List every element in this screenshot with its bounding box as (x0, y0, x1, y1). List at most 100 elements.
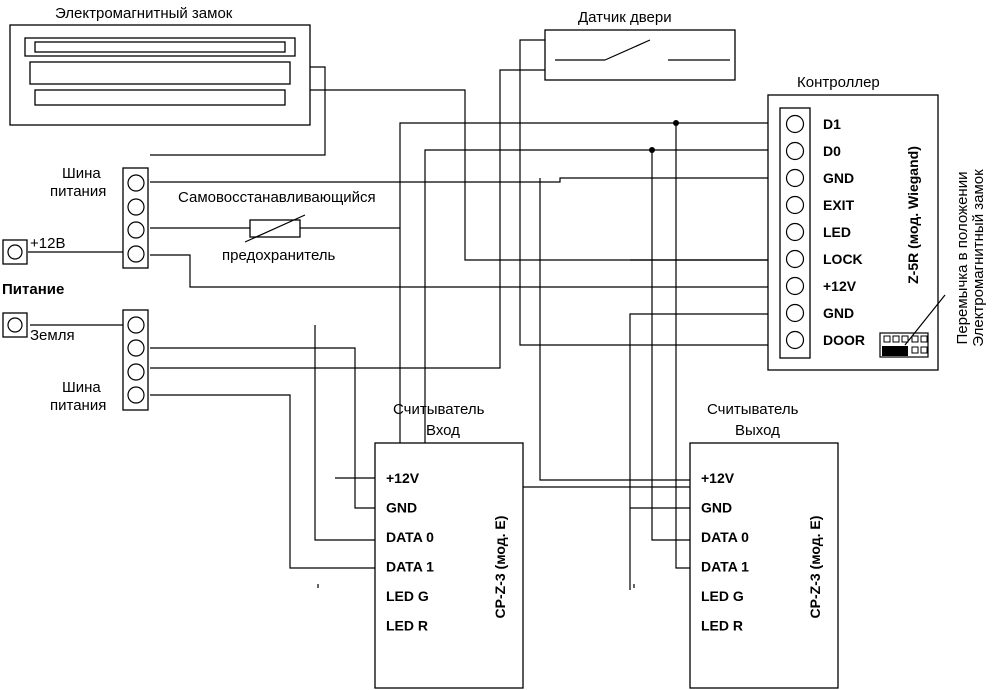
power-bus-bottom: Шина питания (50, 309, 149, 414)
reader-entry: Считыватель Вход +12V GND DATA 0 DATA 1 LED … (374, 401, 524, 689)
bus-top-label-2: питания (50, 183, 106, 200)
controller-terminal-6 (785, 276, 805, 296)
controller-terminal-label: GND (823, 305, 854, 321)
power-input: +12В Питание Земля (2, 235, 75, 344)
jumper-note-line1: Перемычка в положении (954, 172, 971, 345)
wire-reader-out-d0 (651, 150, 692, 541)
junction-dot (673, 120, 679, 126)
reader-pin-label: DATA 1 (386, 559, 434, 575)
reader-exit-body (689, 442, 839, 689)
electromagnetic-lock: Электромагнитный замок (9, 5, 311, 126)
reader-exit-title-1: Считыватель (707, 401, 799, 418)
controller-terminal-2 (785, 168, 805, 188)
fuse-label-1: Самовосстанавливающийся (178, 189, 376, 206)
controller-terminal-label: D0 (823, 143, 841, 159)
controller-terminal-0 (785, 114, 805, 134)
wire-lock-right (310, 89, 782, 261)
wire-bus-bottom-b (150, 394, 375, 569)
resettable-fuse: Самовосстанавливающийся предохранитель (178, 189, 376, 264)
wire-gnd-bottom (629, 313, 782, 590)
bus-bottom-label-1: Шина (62, 379, 101, 396)
controller-terminal-3 (785, 195, 805, 215)
wires (28, 39, 782, 590)
controller-terminal-label: LOCK (823, 251, 863, 267)
bus-bottom-label-2: питания (50, 397, 106, 414)
reader-entry-model: CP-Z-3 (мод. E) (492, 516, 508, 619)
controller-terminal-4 (785, 222, 805, 242)
controller-title: Контроллер (797, 74, 880, 91)
lock-slot (34, 89, 286, 106)
reader-pin-label: +12V (386, 470, 420, 486)
wire-bus-bottom-a (150, 347, 375, 509)
wire-reader-out-12 (539, 178, 692, 481)
reader-entry-title-1: Считыватель (393, 401, 485, 418)
reader-entry-body (374, 442, 524, 689)
reader-pin-label: LED R (701, 618, 743, 634)
wire-door-sensor-1 (150, 69, 545, 369)
reader-pin-label: GND (701, 500, 732, 516)
controller-terminal-7 (785, 303, 805, 323)
controller-terminal-1 (785, 141, 805, 161)
door-sensor: Датчик двери (544, 9, 736, 81)
power-title: Питание (2, 281, 64, 298)
controller-terminal-label: +12V (823, 278, 857, 294)
lock-slot (29, 61, 291, 85)
bus-terminal (127, 363, 145, 381)
reader-pin-label: LED R (386, 618, 428, 634)
reader-pin-label: DATA 0 (386, 529, 434, 545)
reader-exit-pins: +12V GND DATA 0 DATA 1 LED G LED R (701, 470, 749, 634)
controller-terminal-label: DOOR (823, 332, 865, 348)
wire-reader-in-d0 (314, 325, 375, 541)
controller-model: Z-5R (мод. Wiegand) (905, 146, 921, 284)
bus-top-label-1: Шина (62, 165, 101, 182)
jumper-note-line2: Электромагнитный замок (970, 169, 987, 347)
wire-d0 (424, 149, 782, 488)
jumper-pointer (904, 294, 946, 346)
power-ground-label: Земля (30, 327, 75, 344)
controller-terminal-label: EXIT (823, 197, 855, 213)
reader-pin-label: DATA 1 (701, 559, 749, 575)
controller-terminal-5 (785, 249, 805, 269)
lock-slot-inner (34, 41, 286, 53)
sensor-title: Датчик двери (578, 9, 672, 26)
wire-gnd-top (150, 177, 782, 183)
wire-door-sensor-2 (519, 39, 782, 346)
reader-pin-label: DATA 0 (701, 529, 749, 545)
junction-dot (649, 147, 655, 153)
lock-title: Электромагнитный замок (55, 5, 233, 22)
reader-pin-label: GND (386, 500, 417, 516)
wire-12v (150, 254, 782, 288)
bus-terminal (127, 386, 145, 404)
bus-terminal (127, 339, 145, 357)
bus-terminal (127, 221, 145, 239)
jumper-block (879, 332, 929, 358)
reader-pin-label: LED G (701, 588, 744, 604)
controller-terminal-label: GND (823, 170, 854, 186)
reader-entry-pins: +12V GND DATA 0 DATA 1 LED G LED R (386, 470, 434, 634)
sensor-body (544, 29, 736, 81)
bus-terminal (127, 245, 145, 263)
ground-terminal (7, 317, 23, 333)
plus12-terminal (7, 244, 23, 260)
controller-terminal-8 (785, 330, 805, 350)
reader-exit-title-2: Выход (735, 422, 780, 439)
power-plus-label: +12В (30, 235, 65, 252)
reader-exit-model: CP-Z-3 (мод. E) (807, 516, 823, 619)
reader-exit: Считыватель Выход +12V GND DATA 0 DATA 1 LED… (689, 401, 839, 689)
reader-entry-title-2: Вход (426, 422, 460, 439)
bus-terminal (127, 174, 145, 192)
fuse-label-2: предохранитель (222, 247, 336, 264)
controller-terminal-label: LED (823, 224, 851, 240)
reader-pin-label: +12V (701, 470, 735, 486)
bus-terminal (127, 316, 145, 334)
power-bus-top: Шина питания (50, 165, 149, 269)
wire-reader-out-d1 (675, 123, 692, 569)
wire-lock-left (150, 66, 326, 156)
sensor-switch (604, 39, 651, 61)
reader-pin-label: LED G (386, 588, 429, 604)
controller-terminal-label: D1 (823, 116, 841, 132)
